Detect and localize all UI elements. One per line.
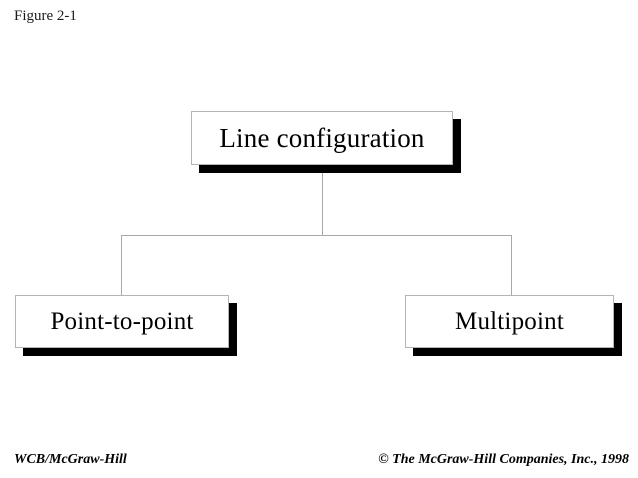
connector-root-stem	[322, 165, 323, 236]
node-point-to-point-label: Point-to-point	[50, 307, 194, 335]
node-line-configuration-label: Line configuration	[219, 123, 425, 153]
connector-to-multipoint	[511, 235, 512, 296]
footer-copyright: © The McGraw-Hill Companies, Inc., 1998	[378, 452, 629, 467]
node-line-configuration[interactable]: Line configuration	[191, 111, 453, 165]
node-multipoint-label: Multipoint	[455, 307, 564, 335]
node-point-to-point[interactable]: Point-to-point	[15, 295, 229, 348]
connector-horizontal-bus	[121, 235, 512, 236]
figure-label: Figure 2-1	[14, 8, 77, 24]
connector-to-point-to-point	[121, 235, 122, 296]
footer-publisher: WCB/McGraw-Hill	[14, 452, 127, 467]
node-multipoint[interactable]: Multipoint	[405, 295, 614, 348]
